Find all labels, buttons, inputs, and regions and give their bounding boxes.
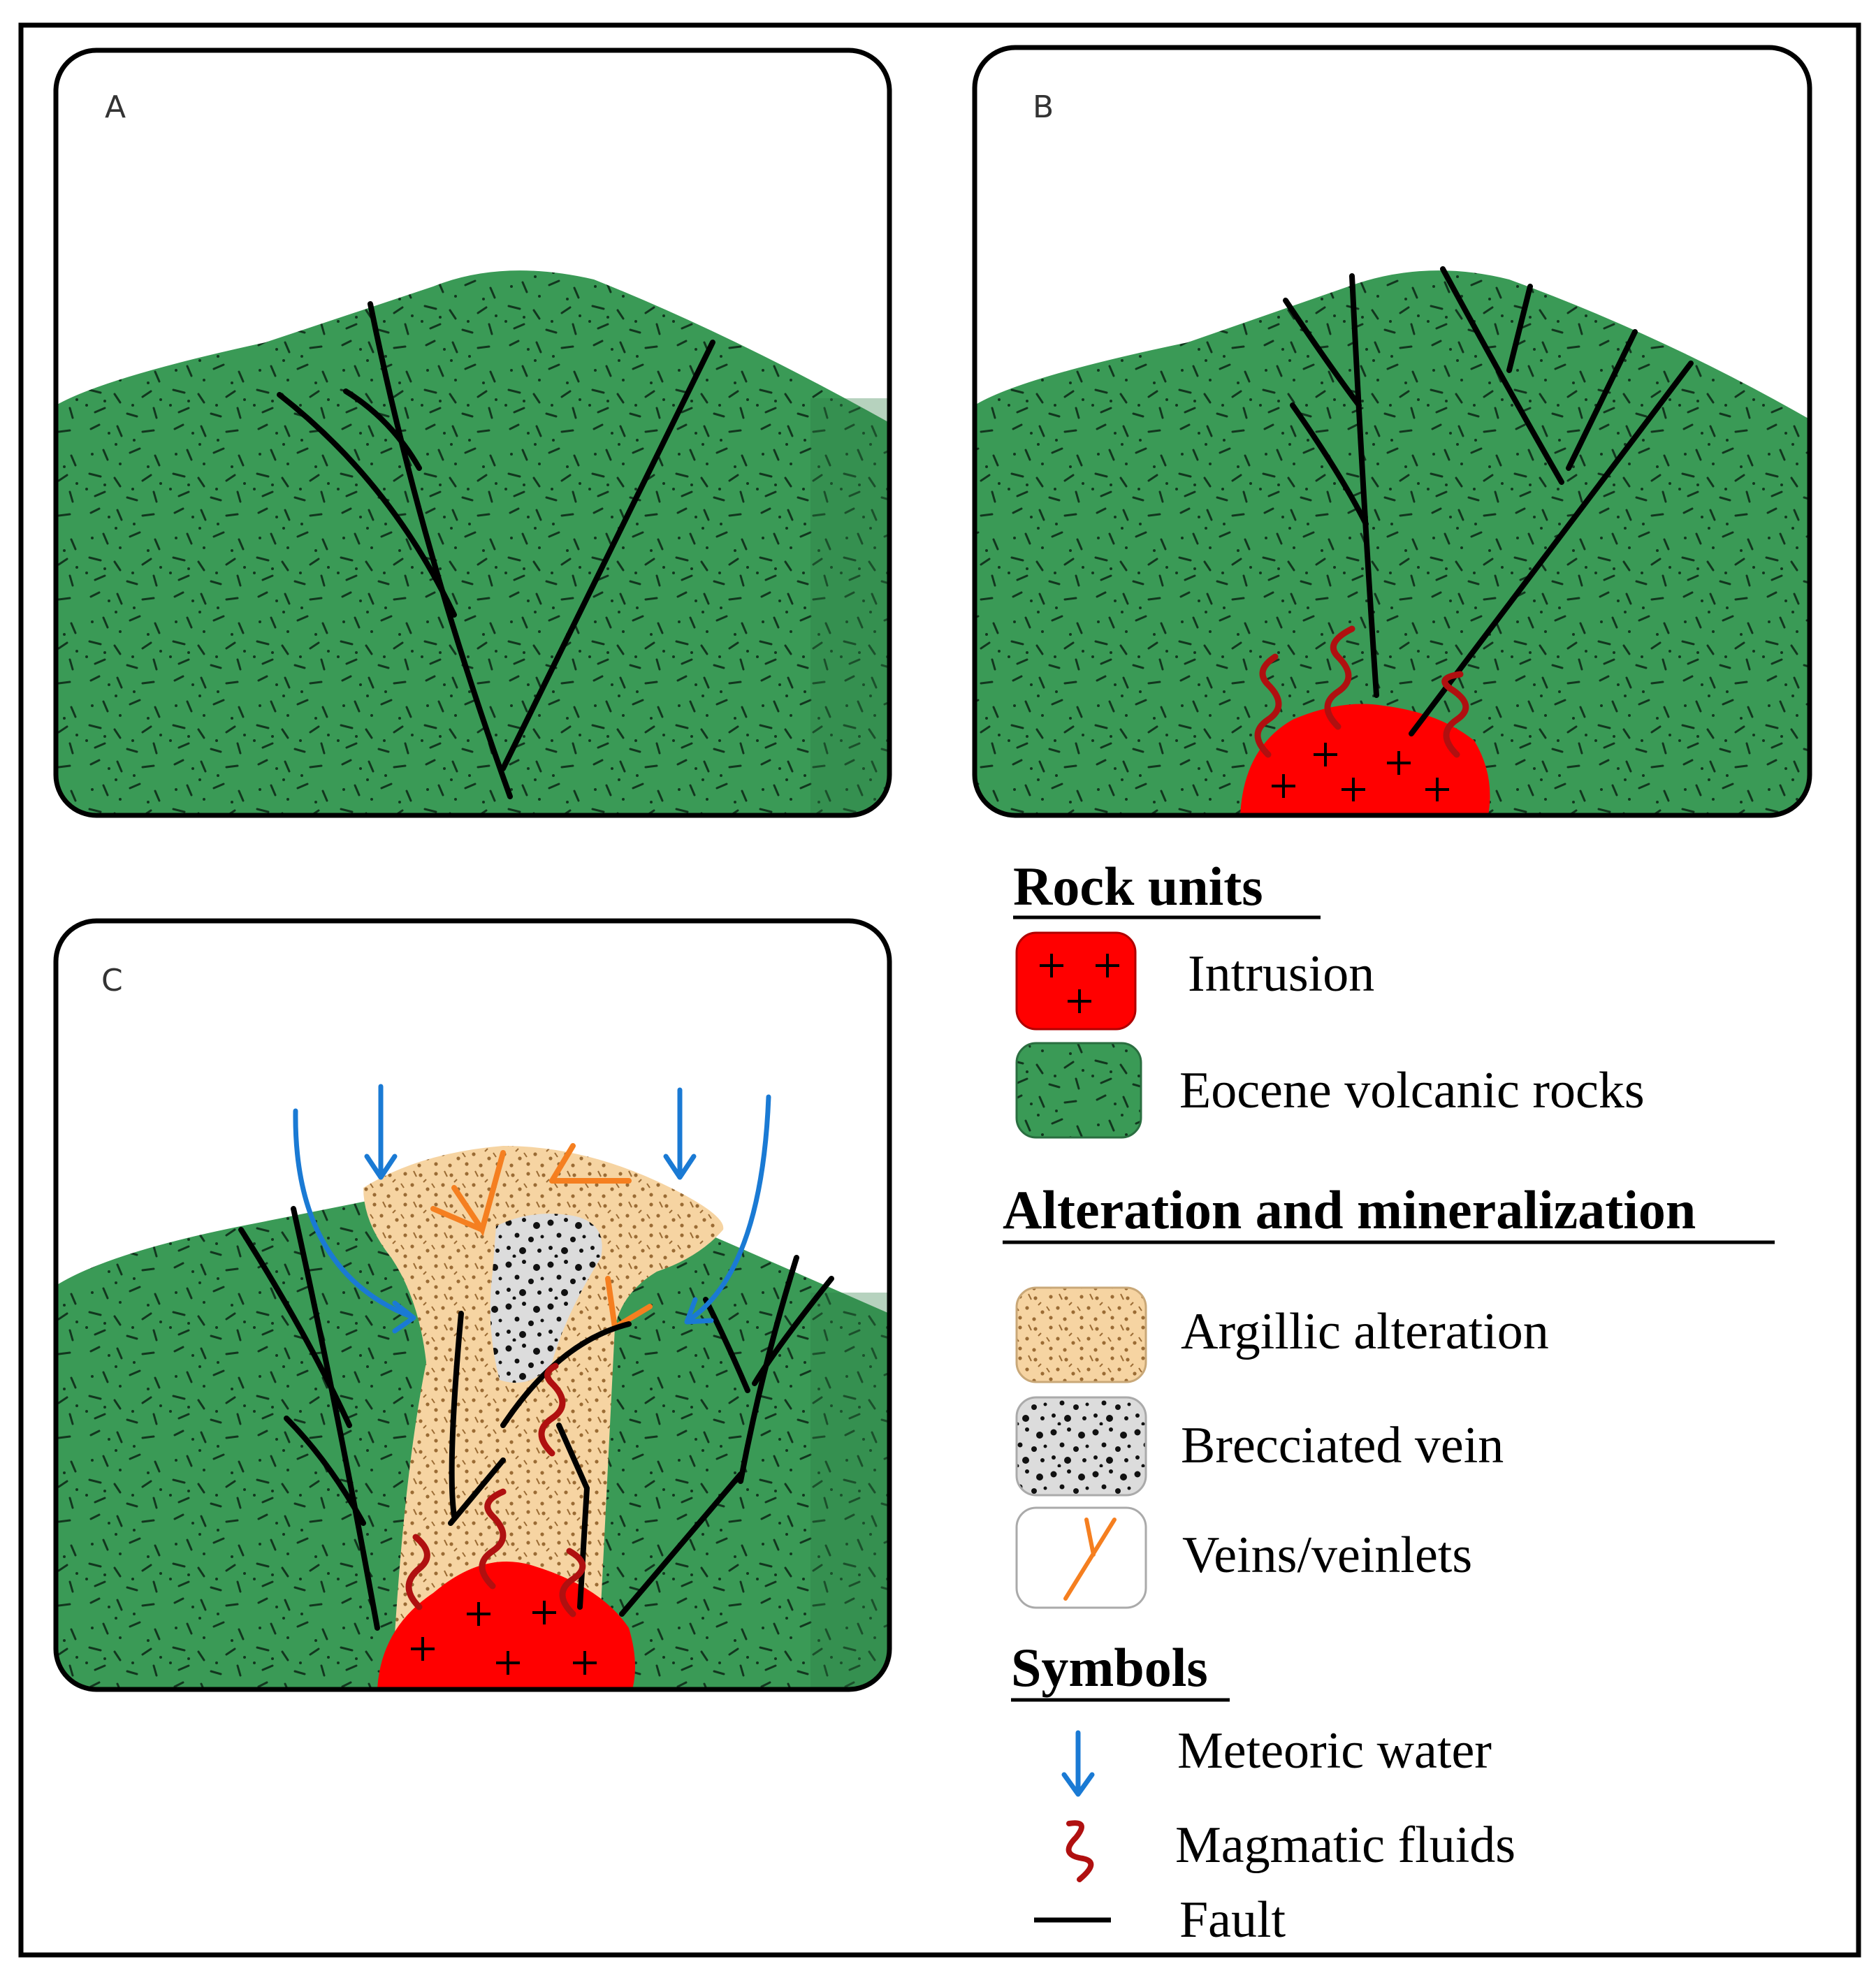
panel-b-label: B: [1033, 89, 1054, 125]
legend-label-veins: Veins/veinlets: [1182, 1527, 1472, 1584]
legend-label-magmatic: Magmatic fluids: [1175, 1817, 1515, 1874]
intrusion-crosses-b: [1272, 743, 1449, 801]
brecciated-vein-body: [490, 1214, 602, 1383]
meteoric-water-arrows-c: [293, 1084, 771, 1334]
legend-heading-rock-units: Rock units: [1013, 856, 1263, 917]
panel-a-label: A: [105, 89, 126, 125]
legend-label-breccia: Brecciated vein: [1181, 1417, 1504, 1474]
shaded-edge-a: [810, 398, 889, 815]
blue-arrow-down-icon: [1061, 1730, 1095, 1797]
intrusion-swatch-crosses: [1040, 954, 1119, 1013]
shaded-edge-c: [810, 1293, 889, 1689]
panel-c-label: C: [101, 963, 123, 998]
legend: Rock units Intrusion Eocene volcanic roc…: [1003, 856, 1775, 1949]
intrusion-body-c: [377, 1562, 635, 1689]
panel-a: A: [53, 48, 892, 818]
vein-icon: [1063, 1518, 1117, 1601]
fault-lines-a: [277, 301, 715, 799]
veins-swatch: [1015, 1506, 1147, 1609]
panel-b: B: [972, 45, 1812, 818]
legend-label-volcanic: Eocene volcanic rocks: [1179, 1062, 1645, 1119]
legend-label-fault: Fault: [1179, 1891, 1286, 1949]
panel-c-border: [53, 918, 892, 1692]
magmatic-fluid-squiggles-b: [1254, 625, 1469, 758]
legend-heading-symbols: Symbols: [1011, 1637, 1208, 1698]
breccia-swatch: [1015, 1396, 1147, 1497]
argillic-swatch: [1015, 1286, 1147, 1383]
volcanic-swatch: [1015, 1042, 1142, 1139]
intrusion-crosses-c: [411, 1601, 597, 1675]
red-squiggle-icon: [1066, 1820, 1094, 1882]
magmatic-fluid-squiggles-c: [405, 1362, 586, 1617]
legend-label-intrusion: Intrusion: [1188, 945, 1374, 1003]
legend-heading-alteration: Alteration and mineralization: [1003, 1179, 1696, 1240]
intrusion-swatch: [1015, 931, 1137, 1031]
panel-b-border: [972, 45, 1812, 818]
legend-label-argillic: Argillic alteration: [1181, 1303, 1549, 1360]
intrusion-body-b: [1240, 704, 1490, 815]
legend-label-meteoric: Meteoric water: [1177, 1722, 1492, 1780]
panel-c: C: [53, 918, 892, 1692]
panel-a-border: [53, 48, 892, 818]
